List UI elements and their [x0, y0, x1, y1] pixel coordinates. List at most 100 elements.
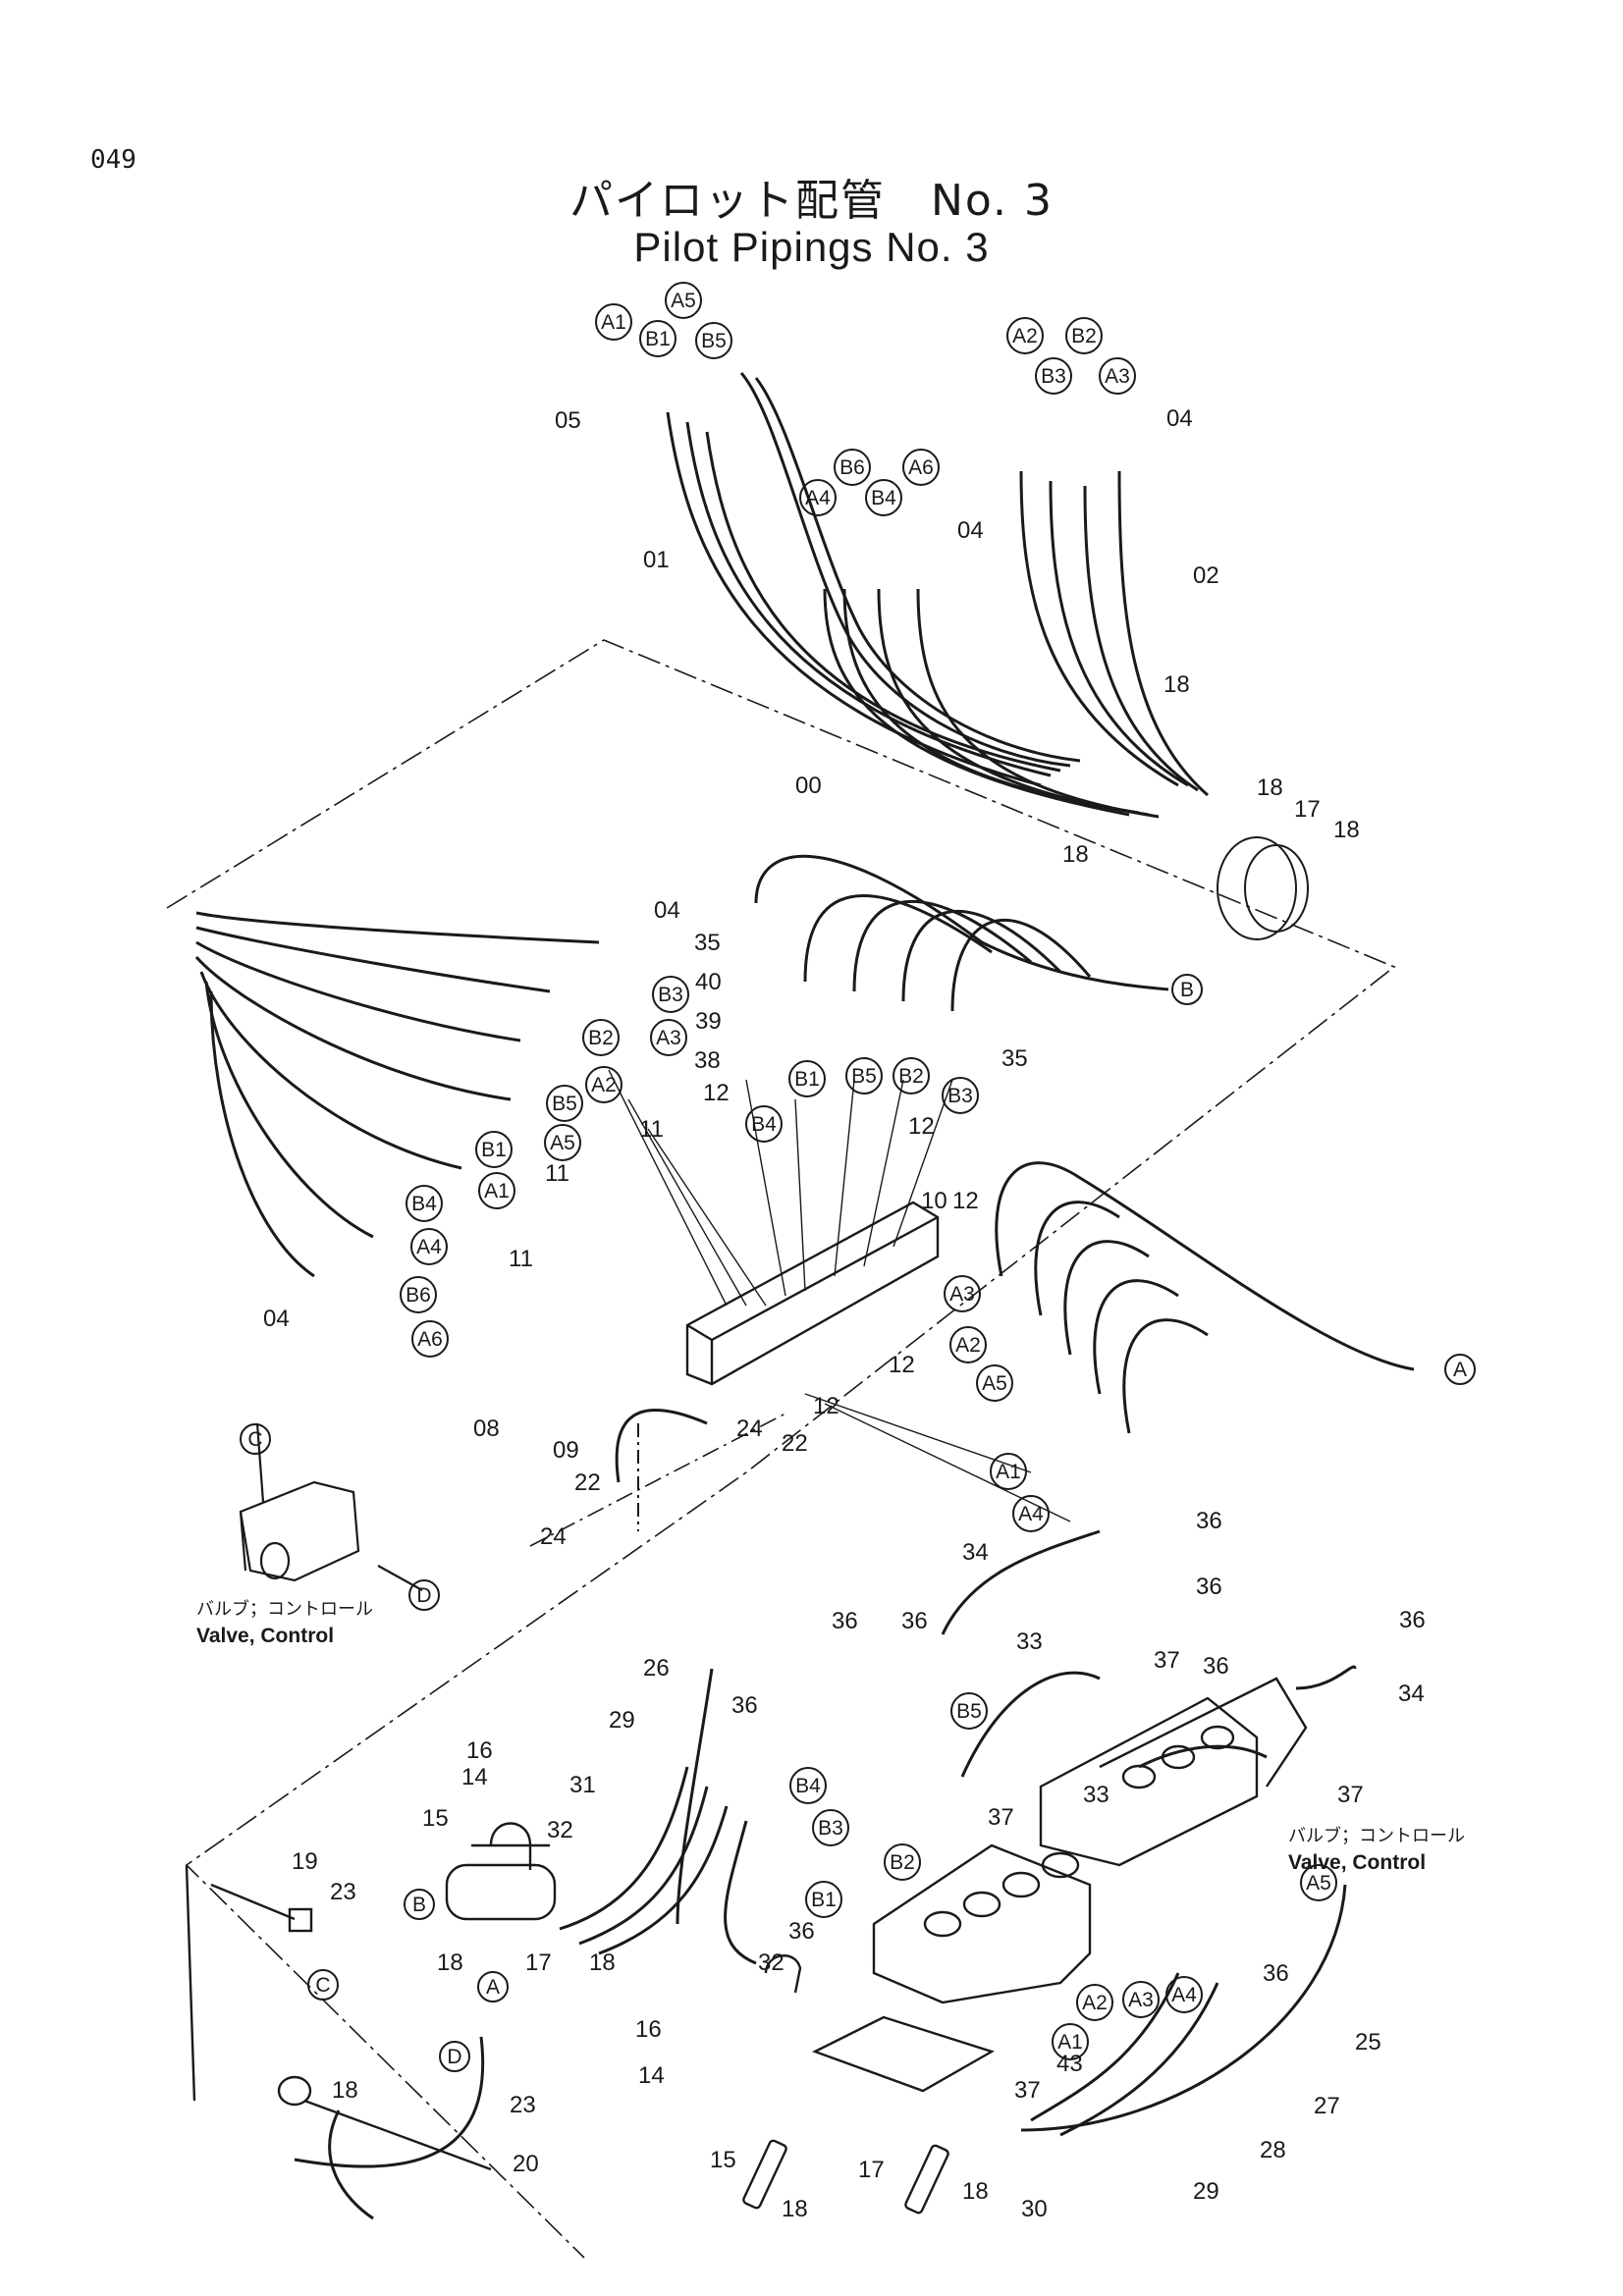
part-label: 24 — [540, 1523, 567, 1550]
callout-marker: A1 — [1052, 2023, 1089, 2060]
callout-marker: A3 — [1099, 357, 1136, 395]
caption-en: Valve, Control — [196, 1625, 334, 1647]
svg-text:A3: A3 — [1128, 1989, 1154, 2011]
part-label: 32 — [758, 1949, 784, 1976]
part-label: 29 — [609, 1707, 635, 1734]
connection-callouts: A1 B1 A5 B5 A2 B2 B3 A3 A4 B6 B4 A6 B3 A… — [240, 282, 1476, 2072]
part-label: 36 — [788, 1918, 815, 1945]
svg-text:D: D — [416, 1584, 431, 1607]
part-label: 09 — [553, 1437, 579, 1464]
part-label: 25 — [1355, 2029, 1381, 2056]
part-number-labels: 05 04 01 04 02 00 18 18 17 18 18 04 35 4… — [263, 405, 1426, 2222]
part-label: 18 — [1333, 817, 1360, 843]
svg-text:A1: A1 — [1057, 2031, 1083, 2054]
svg-text:B1: B1 — [645, 328, 671, 350]
svg-text:A2: A2 — [591, 1074, 617, 1096]
callout-marker: A3 — [944, 1275, 981, 1312]
callout-marker: A — [477, 1971, 509, 2002]
page-number: 049 — [90, 145, 136, 175]
part-label: 28 — [1260, 2137, 1286, 2163]
part-label: 23 — [510, 2092, 536, 2118]
callout-marker: D — [439, 2041, 470, 2072]
svg-text:A4: A4 — [1018, 1503, 1044, 1525]
hose-clamp-assembly — [445, 1822, 557, 1921]
callout-marker: A2 — [949, 1326, 987, 1363]
part-label: 18 — [332, 2077, 358, 2104]
part-label: 36 — [901, 1608, 928, 1634]
part-label: 00 — [795, 773, 822, 799]
svg-text:B5: B5 — [956, 1700, 982, 1723]
callout-marker: A6 — [902, 449, 940, 486]
callout-marker: B2 — [1065, 317, 1103, 354]
callout-marker: A1 — [478, 1172, 515, 1209]
part-label: 11 — [639, 1116, 664, 1143]
callout-marker: B3 — [812, 1809, 849, 1846]
part-label: 30 — [1021, 2196, 1048, 2222]
svg-text:B4: B4 — [795, 1775, 821, 1797]
callout-marker: B1 — [805, 1881, 842, 1918]
part-label: 34 — [962, 1539, 989, 1566]
part-label: 36 — [1399, 1607, 1426, 1633]
svg-text:B6: B6 — [406, 1284, 431, 1307]
callout-marker: B2 — [884, 1843, 921, 1881]
part-label: 08 — [473, 1415, 500, 1442]
left-bolt-19 — [185, 1864, 492, 2171]
svg-text:A2: A2 — [1082, 1992, 1108, 2014]
callout-marker: B5 — [845, 1057, 883, 1095]
part-label: 37 — [1337, 1782, 1364, 1808]
part-label: 16 — [635, 2016, 662, 2043]
svg-text:B2: B2 — [890, 1851, 915, 1874]
svg-text:A1: A1 — [601, 311, 626, 334]
callout-marker: B3 — [1035, 357, 1072, 395]
svg-text:A5: A5 — [671, 290, 696, 312]
part-label: 12 — [908, 1113, 935, 1140]
svg-text:C: C — [315, 1974, 330, 1997]
part-label: 31 — [569, 1772, 596, 1798]
callout-marker: B2 — [893, 1057, 930, 1095]
callout-marker: A2 — [1006, 317, 1044, 354]
b-hoses — [754, 854, 1169, 1012]
svg-text:B: B — [412, 1894, 426, 1916]
svg-text:B6: B6 — [839, 456, 865, 479]
part-label: 04 — [1166, 405, 1193, 432]
part-label: 20 — [513, 2151, 539, 2177]
left-hose-fan — [194, 911, 600, 1278]
grommet-17-inner — [1244, 844, 1309, 933]
callout-marker: B2 — [582, 1019, 620, 1056]
callout-marker: A4 — [410, 1228, 448, 1265]
part-label: 18 — [782, 2196, 808, 2222]
svg-text:A3: A3 — [656, 1027, 681, 1049]
part-label: 33 — [1083, 1782, 1109, 1808]
callout-marker: C — [240, 1423, 271, 1455]
part-label: 05 — [555, 407, 581, 434]
part-label: 14 — [461, 1764, 488, 1790]
part-label: 14 — [638, 2062, 665, 2089]
callout-marker: A — [1444, 1354, 1476, 1385]
part-label: 23 — [330, 1879, 356, 1905]
callout-marker: D — [408, 1579, 440, 1611]
svg-text:B3: B3 — [818, 1817, 843, 1840]
part-label: 11 — [509, 1246, 533, 1272]
part-label: 33 — [1016, 1629, 1043, 1655]
svg-text:A1: A1 — [996, 1461, 1021, 1483]
callout-marker: A2 — [1076, 1984, 1113, 2021]
part-label: 36 — [1196, 1508, 1222, 1534]
callout-marker: A5 — [665, 282, 702, 319]
callout-marker: A4 — [799, 479, 837, 516]
part-label: 29 — [1193, 2178, 1219, 2205]
callout-marker: A5 — [1300, 1864, 1337, 1901]
part-label: 17 — [1294, 796, 1321, 823]
svg-text:B2: B2 — [1071, 325, 1097, 347]
callout-marker: A4 — [1012, 1495, 1050, 1532]
part-label: 43 — [1056, 2051, 1083, 2077]
callout-marker: B3 — [942, 1077, 979, 1114]
part-label: 36 — [1196, 1574, 1222, 1600]
callout-marker: B5 — [546, 1085, 583, 1122]
part-label: 02 — [1193, 562, 1219, 589]
svg-text:B4: B4 — [411, 1193, 437, 1215]
svg-text:A4: A4 — [416, 1236, 442, 1258]
a-hoses — [995, 1161, 1415, 1434]
part-label: 38 — [694, 1047, 721, 1074]
caption-en: Valve, Control — [1288, 1851, 1426, 1874]
